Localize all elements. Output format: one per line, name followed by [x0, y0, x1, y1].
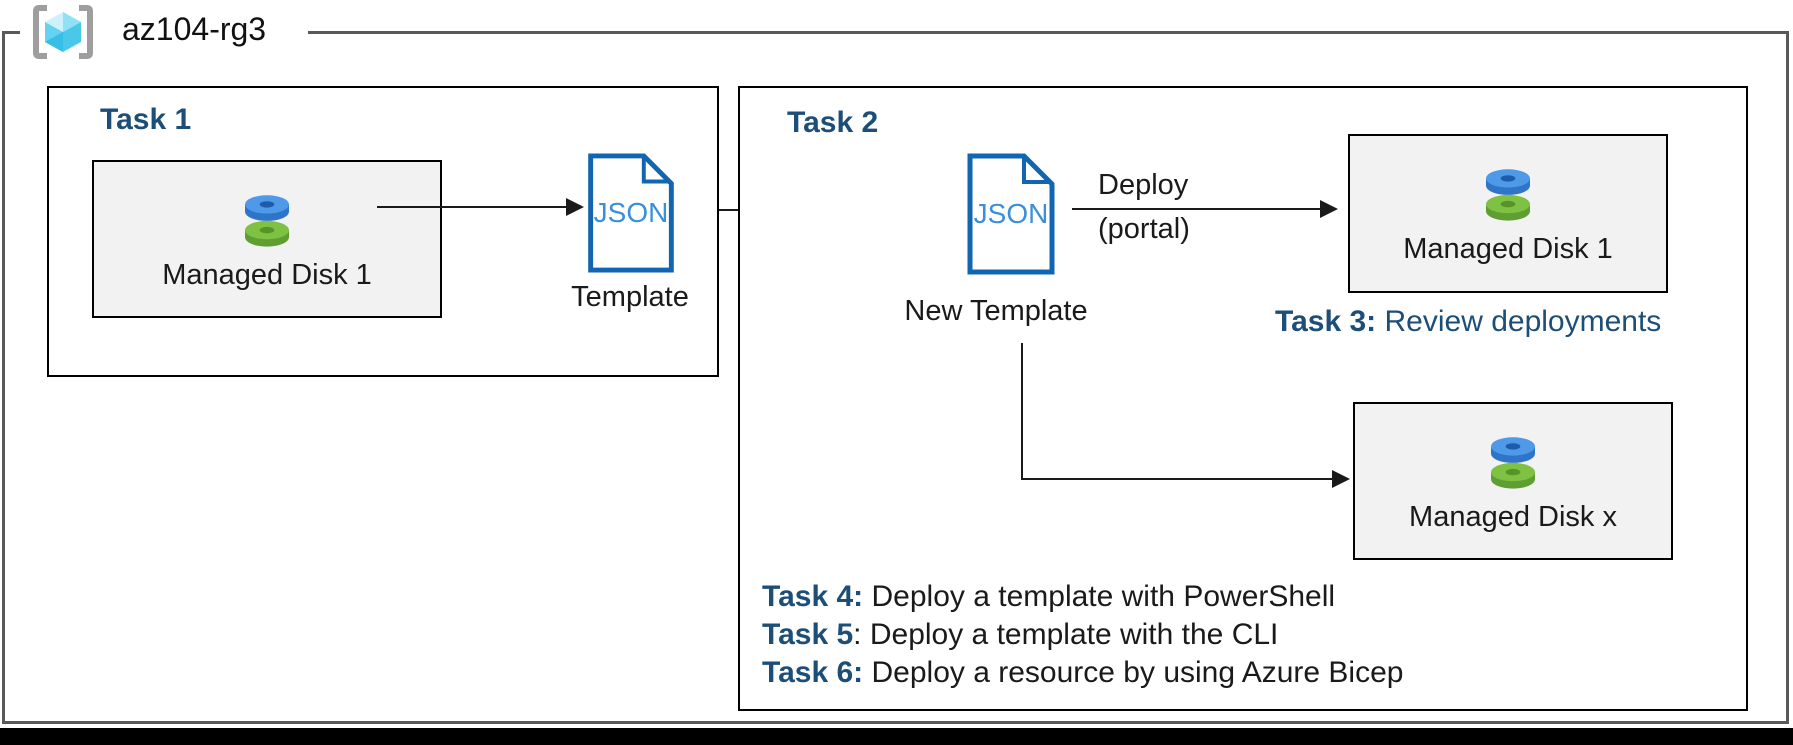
task5-line: Task 5: Deploy a template with the CLI — [762, 616, 1403, 654]
managed-diskx-box: Managed Disk x — [1353, 402, 1673, 560]
task4-line: Task 4: Deploy a template with PowerShel… — [762, 578, 1403, 616]
bottom-black-bar — [0, 728, 1793, 745]
task4-bold: Task 4: — [762, 580, 864, 613]
arrow-disk-to-template-line — [377, 206, 568, 208]
diskx-label: Managed Disk x — [1409, 500, 1617, 533]
task6-bold: Task 6: — [762, 656, 864, 689]
json-template-icon-1: JSON — [586, 152, 676, 274]
task3-rest: Review deployments — [1376, 305, 1662, 338]
managed-disk-icon — [1491, 436, 1535, 489]
resource-group-icon — [33, 5, 93, 59]
arrow-diskx-head — [1332, 470, 1350, 488]
frame-legend-gap — [20, 29, 308, 37]
task3-caption: Task 3: Review deployments — [1275, 303, 1661, 341]
resource-group-frame — [2, 31, 1789, 724]
task1-disk-label: Managed Disk 1 — [162, 258, 372, 291]
task5-rest: : Deploy a template with the CLI — [853, 618, 1279, 651]
json-label: JSON — [973, 198, 1049, 229]
deploy-label-line1: Deploy — [1098, 169, 1189, 201]
task6-rest: Deploy a resource by using Azure Bicep — [863, 656, 1404, 689]
task1-managed-disk-box: Managed Disk 1 — [92, 160, 442, 318]
resource-group-name: az104-rg3 — [122, 11, 267, 47]
json-template-icon-2: JSON — [966, 152, 1056, 276]
deploy-label-line2: (portal) — [1098, 213, 1190, 245]
managed-disk-icon — [245, 194, 289, 247]
arrow-diskx-hline — [1021, 478, 1334, 480]
arrow-diskx-vline — [1021, 343, 1023, 479]
json-label: JSON — [593, 197, 669, 228]
task2-disk1-label: Managed Disk 1 — [1403, 233, 1613, 265]
managed-disk-icon — [1486, 169, 1530, 221]
task2-managed-disk1-box: Managed Disk 1 — [1348, 134, 1668, 293]
task4-rest: Deploy a template with PowerShell — [863, 580, 1336, 613]
arrow-deploy-line — [1072, 208, 1322, 210]
task6-line: Task 6: Deploy a resource by using Azure… — [762, 654, 1403, 692]
template-label: Template — [571, 281, 689, 313]
json-file-icon — [588, 153, 674, 273]
task5-bold: Task 5 — [762, 618, 854, 651]
json-file-icon — [967, 153, 1055, 275]
task-list: Task 4: Deploy a template with PowerShel… — [762, 578, 1403, 692]
new-template-label: New Template — [904, 295, 1088, 327]
arrow-deploy-head — [1320, 200, 1338, 218]
task1-title: Task 1 — [100, 103, 192, 136]
arrow-disk-to-template-head — [566, 198, 584, 216]
task3-bold: Task 3: — [1275, 305, 1377, 338]
task2-title: Task 2 — [787, 106, 879, 139]
deploy-label: Deploy (portal) — [1098, 163, 1190, 251]
